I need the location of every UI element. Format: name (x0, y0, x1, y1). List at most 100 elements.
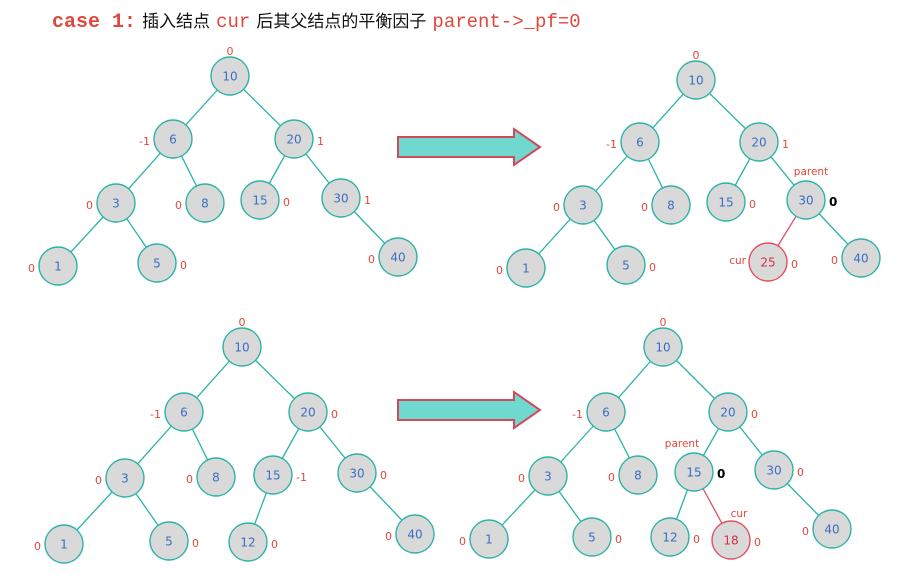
tree-node: 10 (496, 248, 546, 288)
node-circle (222, 327, 262, 367)
balance-factor: 0 (86, 199, 93, 212)
node-circle (288, 392, 328, 432)
parent-label: parent (794, 166, 828, 178)
node-circle (395, 514, 435, 554)
cur-label: cur (731, 508, 748, 520)
balance-factor: 0 (751, 408, 758, 421)
balance-factor: 0 (192, 537, 199, 550)
title-text-before: 插入结点 (142, 12, 211, 32)
tree-node: 6 -1 (139, 119, 193, 159)
balance-factor: 0 (615, 533, 622, 546)
node-key: 40 (853, 252, 868, 266)
balance-factor: 0 (641, 201, 648, 214)
balance-factor: 0 (553, 201, 560, 214)
node-circle (321, 178, 361, 218)
tree-node: 10 (34, 524, 84, 564)
tree-node: 15-1 (253, 455, 307, 495)
tree-node: 30 (518, 456, 568, 496)
node-key: 20 (720, 406, 735, 420)
node-key: 40 (390, 251, 405, 265)
node-key: 40 (407, 528, 422, 542)
tree-node: 6-1 (150, 392, 204, 432)
node-circle (210, 56, 250, 96)
node-key: 12 (240, 536, 255, 550)
node-key: 30 (766, 464, 781, 478)
balance-factor: 0 (283, 196, 290, 209)
balance-factor: 0 (271, 538, 278, 551)
node-circle (240, 180, 280, 220)
node-circle (620, 122, 660, 162)
title-cur-word: cur (216, 11, 251, 33)
node-key: 15 (265, 469, 280, 483)
node-circle (506, 248, 546, 288)
arrow-bottom (397, 390, 542, 430)
node-circle (674, 452, 714, 492)
title-text-after: 后其父结点的平衡因子 (256, 12, 427, 32)
balance-factor: 0 (227, 45, 234, 58)
balance-factor: 0 (802, 525, 809, 538)
balance-factor: 0 (239, 316, 246, 329)
node-key: 5 (588, 531, 596, 545)
node-circle (185, 183, 225, 223)
node-circle (708, 392, 748, 432)
balance-factor: 0 (717, 467, 725, 481)
node-circle (676, 60, 716, 100)
node-key: 1 (54, 260, 62, 274)
tree-node: 10 (28, 246, 78, 286)
node-key: 8 (201, 197, 209, 211)
node-key: 6 (602, 406, 610, 420)
node-key: 10 (222, 70, 237, 84)
balance-factor: 0 (791, 258, 798, 271)
node-key: 1 (485, 533, 493, 547)
balance-factor: 0 (368, 253, 375, 266)
node-key: 8 (634, 469, 642, 483)
balance-factor: 0 (693, 49, 700, 62)
node-key: 6 (169, 133, 177, 147)
node-key: 8 (212, 471, 220, 485)
balance-factor: -1 (606, 138, 617, 151)
balance-factor: -1 (139, 135, 150, 148)
node-key: 12 (662, 531, 677, 545)
node-circle (137, 243, 177, 283)
node-circle (105, 458, 145, 498)
node-key: 8 (667, 199, 675, 213)
tree-node: 12 0 (228, 522, 278, 562)
node-key: 3 (112, 197, 120, 211)
title-formula: parent->_pf=0 (432, 11, 581, 33)
node-key: 1 (522, 262, 530, 276)
tree-node: 30 (553, 185, 603, 225)
balance-factor: 1 (782, 138, 789, 151)
tree-node: 40 0 (368, 237, 418, 277)
balance-factor: 0 (459, 535, 466, 548)
parent-label: parent (665, 438, 699, 450)
tree-node: 10 (459, 519, 509, 559)
node-circle (618, 455, 658, 495)
tree-node: 100 (643, 316, 683, 367)
node-circle (572, 517, 612, 557)
node-circle (253, 455, 293, 495)
tree-node: 400 (802, 509, 852, 549)
node-circle (754, 450, 794, 490)
node-circle (650, 517, 690, 557)
tree-node: 400 (831, 238, 881, 278)
balance-factor: 0 (180, 259, 187, 272)
balance-factor: 0 (28, 262, 35, 275)
node-circle (378, 237, 418, 277)
node-key: 1 (60, 538, 68, 552)
node-key: 3 (544, 470, 552, 484)
tree-node: 10 0 (210, 45, 250, 96)
node-circle (563, 185, 603, 225)
node-circle (337, 453, 377, 493)
